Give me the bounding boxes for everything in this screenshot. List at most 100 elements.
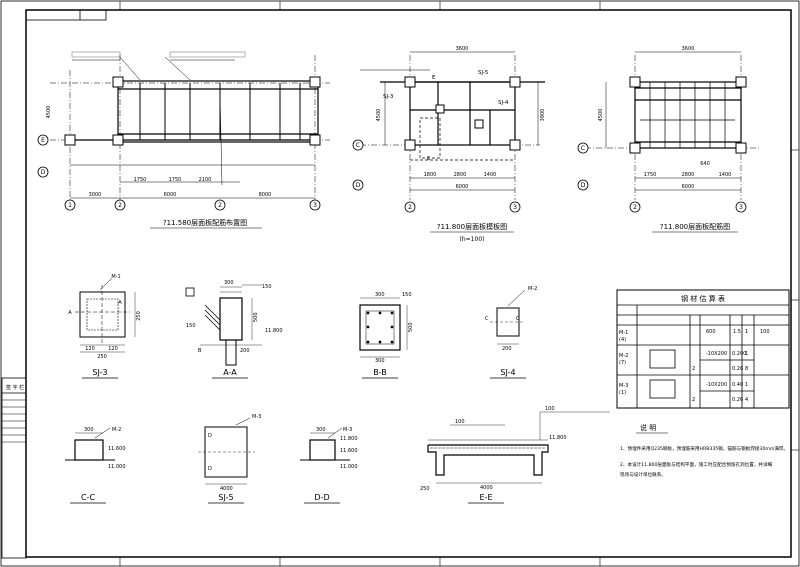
tag-m3-sj5: M-3 xyxy=(252,414,261,420)
plan2-title: ?11.800层面板模板图 xyxy=(437,222,507,231)
section-ee: E-E xyxy=(480,493,493,502)
tag-m3-dd: M-3 xyxy=(343,427,352,433)
cell-1b: 1 xyxy=(745,351,748,357)
plan1-title: ?11.580层面板配筋布置图 xyxy=(163,218,247,227)
dim-1750-b: 1750 xyxy=(169,177,182,183)
cell-4: 4 xyxy=(745,397,748,403)
dim-400-sj5: 4000 xyxy=(220,486,233,492)
cell-10x200-a: -10X200 xyxy=(706,351,727,357)
stamp-label: 签 字 栏 xyxy=(6,384,24,391)
section-sj4: SJ-4 xyxy=(500,368,515,377)
tag-d2-sj5: D xyxy=(208,466,212,472)
level-11600-cc: 11.600 xyxy=(108,446,126,452)
detail-sj4: M-2 C C 200 SJ-4 xyxy=(485,286,537,379)
dim-250v-sj3: 250 xyxy=(136,311,142,321)
cell-0200: 0.200 xyxy=(732,351,746,357)
dim-1400: 1400 xyxy=(484,172,497,178)
tag-sj3: SJ-3 xyxy=(383,94,394,100)
dim-120-b: 120 xyxy=(108,346,118,352)
dim-300b-bb: 300 xyxy=(375,358,385,364)
section-cc-detail: 300 M-2 11.600 11.000 C-C xyxy=(65,427,126,504)
section-dd-detail: 300 M-3 11.800 11.600 11.000 D-D xyxy=(300,427,358,504)
level-11000-dd: 11.000 xyxy=(340,464,358,470)
plan-11800-reinforcement: 3600 1750 2800 1400 640 6000 4500 2 3 C … xyxy=(577,46,760,233)
tag-a2-sj3: A xyxy=(118,300,122,306)
level-11800-ee: 11.800 xyxy=(549,435,567,441)
dim-150-bb: 150 xyxy=(402,292,412,298)
row1-id: M-1 xyxy=(619,330,628,336)
steel-estimate-table: 钢 材 估 算 表 M-1 (4) M-2 (7) M-3 (1) 600 1.… xyxy=(616,289,790,409)
axis-c-p3: C xyxy=(581,145,585,152)
axis-3: 3 xyxy=(313,202,317,209)
row2-id: M-2 xyxy=(619,353,628,359)
dim-300-aa: 300 xyxy=(224,280,234,286)
plan-11580-layout: 1750 1750 2100 3000 6000 8000 4500 1 2 2… xyxy=(37,51,330,229)
cell-10x200-b: -10X200 xyxy=(706,382,727,388)
tag-d1-sj5: D xyxy=(208,433,212,439)
dim-500-aa: 500 xyxy=(253,312,259,322)
tag-sj5: SJ-5 xyxy=(478,70,489,76)
dim-4500b: 4500 xyxy=(376,109,382,122)
dim-4000-ee: 4000 xyxy=(480,485,493,491)
dim-200-sj4: 200 xyxy=(502,346,512,352)
cell-8: 8 xyxy=(745,366,748,372)
notes-line1: 1、预埋件采用Q235钢板，预埋筋采用HRB335钢，锚筋与钢板焊接30mm满焊… xyxy=(620,445,788,452)
section-sj5: SJ-5 xyxy=(218,493,233,502)
level-11600-dd: 11.600 xyxy=(340,448,358,454)
dim-1750-c: 1750 xyxy=(644,172,657,178)
cell-1c: 1 xyxy=(745,382,748,388)
axis-d-p2: D xyxy=(356,182,361,189)
tag-sj4: SJ-4 xyxy=(498,100,509,106)
dim-3600c: 3600 xyxy=(682,46,695,52)
note-aa-1: 150 xyxy=(262,284,272,290)
tag-a-sj3: A xyxy=(68,310,72,316)
cell-040: 0.40 xyxy=(732,382,743,388)
row2-qty: (7) xyxy=(619,360,626,366)
note-ee-mid: 100 xyxy=(455,419,465,425)
drawing-border xyxy=(25,9,792,558)
tag-e1: E xyxy=(432,75,436,81)
row3-id: M-3 xyxy=(619,383,628,389)
dim-1750-a: 1750 xyxy=(134,177,147,183)
axis-2b: 2 xyxy=(218,202,222,209)
plan3-title: ?11.800层面板配筋图 xyxy=(660,222,730,231)
section-aa-detail: 300 150 500 11.800 150 B 200 A-A xyxy=(185,280,283,379)
level-11800-aa: 11.800 xyxy=(265,328,283,334)
axis-3-p3: 3 xyxy=(739,204,743,211)
axis-1: 1 xyxy=(68,202,72,209)
section-ee-detail: 100 100 11.800 250 4000 E-E xyxy=(420,406,610,504)
dim-6000c: 6000 xyxy=(682,184,695,190)
section-sj3: SJ-3 xyxy=(92,368,107,377)
tag-e2: E xyxy=(427,156,431,162)
cell-15: 1.5 xyxy=(733,329,741,335)
section-bb: B-B xyxy=(373,368,387,377)
dim-200-aa: 200 xyxy=(240,348,250,354)
note-ee-top: 100 xyxy=(545,406,555,412)
level-11800-dd: 11.800 xyxy=(340,436,358,442)
dim-4500: 4500 xyxy=(46,106,52,119)
dim-2100: 2100 xyxy=(199,177,212,183)
dim-3900: 3900 xyxy=(540,109,546,122)
detail-sj5: M-3 D D 4000 SJ-5 xyxy=(198,414,261,504)
axis-2-p2: 2 xyxy=(408,204,412,211)
plan-11800-formwork: 3600 1800 2800 1400 6000 4500 3900 SJ-3 … xyxy=(352,46,546,243)
tag-m2-cc: M-2 xyxy=(112,427,121,433)
axis-2-p3: 2 xyxy=(633,204,637,211)
tag-c2-sj4: C xyxy=(516,316,520,322)
row3-qty: (1) xyxy=(619,390,626,396)
axis-2: 2 xyxy=(118,202,122,209)
tag-c1-sj4: C xyxy=(485,316,489,322)
cell-600: 600 xyxy=(706,329,716,335)
dim-500-bb: 500 xyxy=(408,322,414,332)
dim-120-a: 120 xyxy=(85,346,95,352)
dim-2800: 2800 xyxy=(454,172,467,178)
axis-3-p2: 3 xyxy=(513,204,517,211)
section-aa: A-A xyxy=(223,368,237,377)
tag-m1: M-1 xyxy=(111,274,120,280)
dim-150-aa: 150 xyxy=(186,323,196,329)
detail-sj3: M-1 A A 120 120 250 250 SJ-3 xyxy=(68,274,142,379)
design-notes: 说 明 1、预埋件采用Q235钢板，预埋筋采用HRB335钢，锚筋与钢板焊接30… xyxy=(620,423,788,478)
notes-line3: 现场与设计单位联系。 xyxy=(620,471,666,478)
dim-4500c: 4500 xyxy=(598,109,604,122)
dim-1800: 1800 xyxy=(424,172,437,178)
